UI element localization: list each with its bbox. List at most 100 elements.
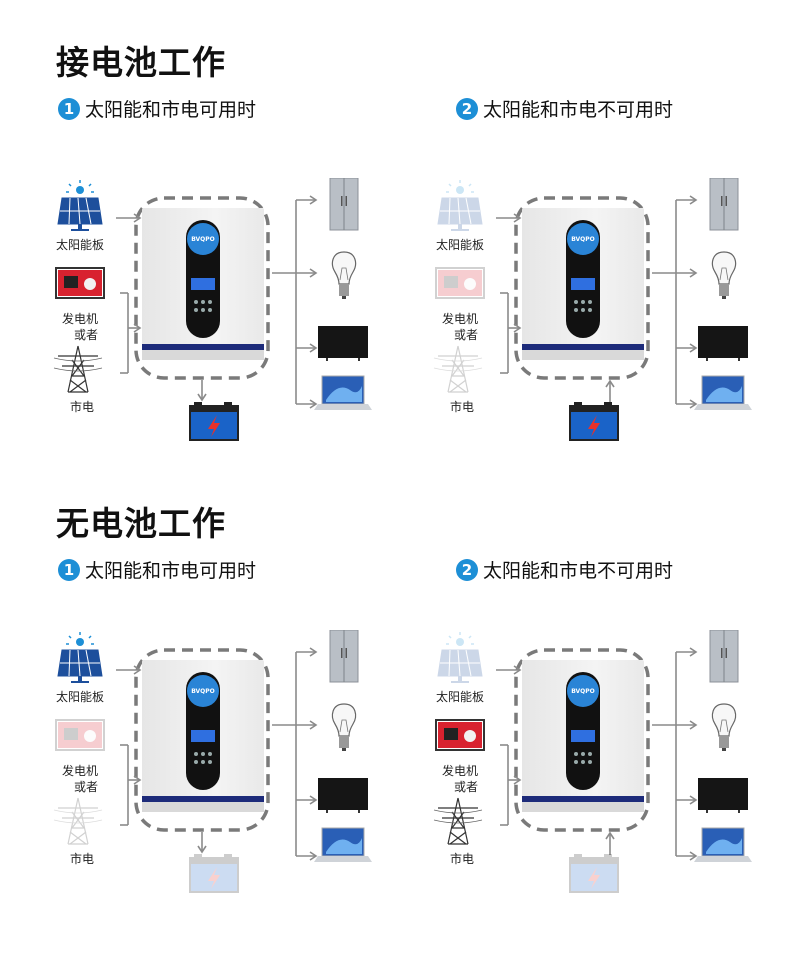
- inverter: BVQPO: [522, 208, 644, 360]
- inverter-button: [588, 300, 592, 304]
- laptop-icon: [694, 827, 752, 862]
- diagram-lines: [433, 178, 752, 441]
- generator-icon: [55, 719, 105, 751]
- solar-panel-icon: [437, 180, 483, 231]
- tv-icon: [318, 778, 368, 813]
- tv-icon: [698, 326, 748, 361]
- arrow-head: [309, 195, 318, 205]
- laptop-icon: [314, 827, 372, 862]
- arrow-head: [513, 665, 522, 675]
- generator-label: 发电机: [442, 764, 479, 778]
- inverter-button: [201, 308, 205, 312]
- arrow-head: [133, 213, 142, 223]
- inverter-button: [208, 752, 212, 756]
- inverter-lcd-screen: [571, 730, 595, 742]
- case-label: 2 太阳能和市电不可用时: [456, 556, 673, 583]
- section-title: 接电池工作: [56, 43, 226, 82]
- generator-label-or: 或者: [74, 328, 99, 342]
- generator-label: 发电机: [62, 312, 99, 326]
- inverter-button: [208, 300, 212, 304]
- inverter-brand-logo: BVQPO: [567, 675, 599, 707]
- inverter-button: [201, 760, 205, 764]
- inverter-button: [574, 308, 578, 312]
- battery-icon: [569, 402, 619, 441]
- diagram-lines: [53, 630, 372, 893]
- inverter-stripe: [522, 344, 644, 350]
- tv-icon: [318, 326, 368, 361]
- inverter: BVQPO: [142, 208, 264, 360]
- inverter: BVQPO: [142, 660, 264, 812]
- laptop-icon: [314, 375, 372, 410]
- inverter-button: [581, 308, 585, 312]
- inverter-button: [581, 300, 585, 304]
- inverter-button: [194, 752, 198, 756]
- solar-panel-label: 太阳能板: [56, 690, 105, 704]
- arrow-head: [605, 831, 615, 840]
- inverter-control-panel: BVQPO: [566, 220, 600, 338]
- case-label-text: 太阳能和市电可用时: [85, 99, 257, 121]
- generator-label-or: 或者: [454, 328, 479, 342]
- inverter-lcd-screen: [191, 730, 215, 742]
- arrow-head: [689, 343, 698, 353]
- arrow-head: [309, 399, 318, 409]
- refrigerator-icon: [709, 178, 739, 231]
- arrow-head: [133, 665, 142, 675]
- inverter-button: [194, 300, 198, 304]
- inverter-button: [201, 752, 205, 756]
- generator-label-or: 或者: [74, 780, 99, 794]
- dashed-boundary: [134, 196, 270, 380]
- arrow-head: [309, 647, 318, 657]
- refrigerator-icon: [329, 630, 359, 683]
- arrow-head: [309, 720, 318, 730]
- grid-label: 市电: [70, 400, 95, 414]
- arrow-head: [605, 379, 615, 388]
- light-bulb-icon: [331, 251, 357, 299]
- battery-icon: [189, 854, 239, 893]
- battery-icon: [189, 402, 239, 441]
- inverter-control-panel: BVQPO: [186, 672, 220, 790]
- inverter-brand-logo: BVQPO: [187, 223, 219, 255]
- solar-panel-label: 太阳能板: [436, 238, 485, 252]
- light-bulb-icon: [331, 703, 357, 751]
- arrow-head: [689, 195, 698, 205]
- arrow-head: [309, 851, 318, 861]
- inverter-button: [581, 752, 585, 756]
- inverter-button: [574, 752, 578, 756]
- case-number-badge: 1: [58, 558, 80, 581]
- inverter-button: [194, 760, 198, 764]
- inverter-button: [581, 760, 585, 764]
- inverter-control-panel: BVQPO: [566, 672, 600, 790]
- grid-label: 市电: [450, 852, 475, 866]
- inverter-stripe: [142, 344, 264, 350]
- diagram-lines: [53, 178, 372, 441]
- battery-icon: [569, 854, 619, 893]
- inverter-button: [588, 760, 592, 764]
- arrow-head: [689, 720, 698, 730]
- generator-label: 发电机: [442, 312, 479, 326]
- power-tower-icon: [433, 345, 483, 393]
- inverter-base: [522, 802, 644, 812]
- case-number-badge: 1: [58, 97, 80, 120]
- arrow-head: [689, 795, 698, 805]
- solar-panel-icon: [57, 632, 103, 683]
- arrow-head: [197, 393, 207, 402]
- case-label: 1 太阳能和市电可用时: [58, 556, 256, 583]
- generator-label: 发电机: [62, 764, 99, 778]
- inverter-button: [588, 752, 592, 756]
- section-title: 无电池工作: [56, 504, 226, 543]
- inverter-lcd-screen: [571, 278, 595, 290]
- solar-panel-icon: [437, 632, 483, 683]
- arrow-head: [133, 775, 142, 785]
- generator-icon: [55, 267, 105, 299]
- arrow-head: [689, 647, 698, 657]
- arrow-head: [689, 399, 698, 409]
- inverter-base: [142, 802, 264, 812]
- inverter-button: [208, 308, 212, 312]
- inverter-base: [142, 350, 264, 360]
- refrigerator-icon: [329, 178, 359, 231]
- arrow-head: [513, 213, 522, 223]
